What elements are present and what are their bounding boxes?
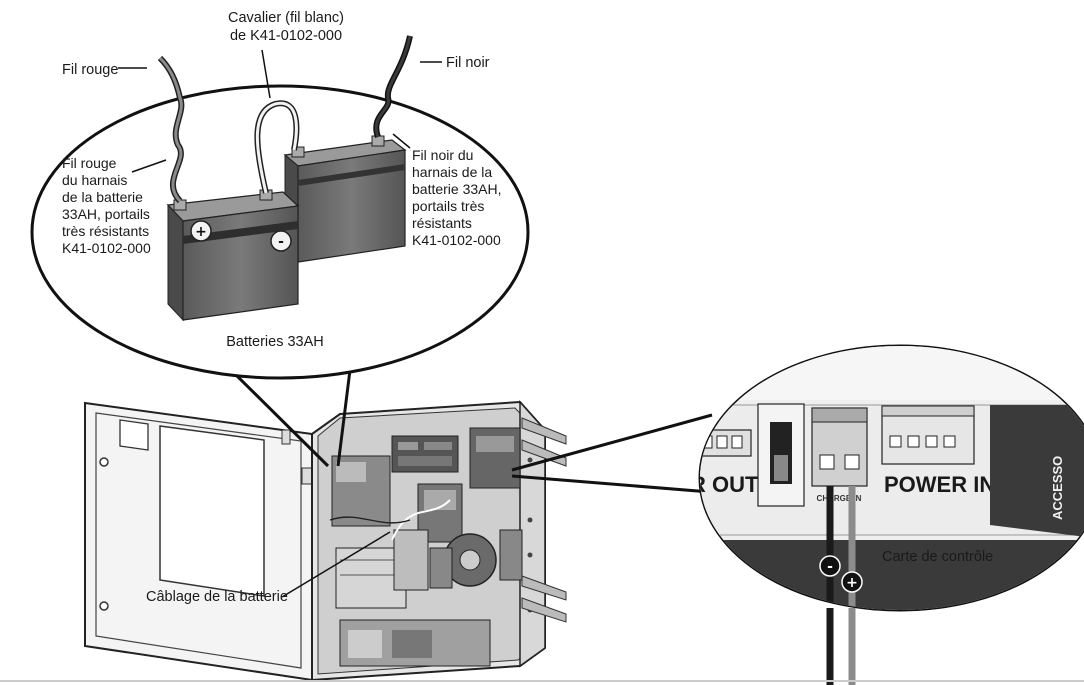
label-batteries: Batteries 33AH: [226, 334, 324, 350]
plus-sign: +: [846, 575, 858, 591]
left-harness-line: très résistants: [62, 223, 149, 239]
label-power-in: POWER IN: [884, 472, 995, 497]
minus-sign: -: [278, 234, 284, 250]
right-harness-line: harnais de la: [412, 164, 492, 180]
right-harness-line: résistants: [412, 215, 472, 231]
left-harness-line: Fil rouge: [62, 155, 117, 171]
negative-terminal-marker: [270, 230, 292, 252]
label-cavalier-line1: Cavalier (fil blanc): [228, 10, 344, 26]
plus-sign: +: [195, 224, 207, 240]
door-label-panel: [159, 425, 265, 597]
right-harness-line: K41-0102-000: [412, 232, 501, 248]
right-harness-line: batterie 33AH,: [412, 181, 502, 197]
label-left-harness: Fil rouge du harnais de la batterie 33AH…: [62, 155, 151, 256]
label-cavalier-line2: de K41-0102-000: [230, 28, 342, 44]
label-r-out: R OUT: [690, 472, 759, 497]
label-accessory: ACCESSO: [1050, 456, 1065, 520]
right-harness-line: portails très: [412, 198, 484, 214]
battery-front: + -: [166, 189, 300, 322]
positive-terminal-marker: [190, 220, 212, 242]
label-fil-rouge: Fil rouge: [62, 62, 118, 78]
label-fil-noir: Fil noir: [446, 55, 490, 71]
positive-wire-marker: [841, 571, 863, 593]
left-harness-line: K41-0102-000: [62, 240, 151, 256]
right-harness-line: Fil noir du: [412, 147, 473, 163]
label-control-board: Carte de contrôle: [882, 549, 993, 565]
label-charge-in: CHARGE IN: [817, 494, 862, 503]
control-board-small: [391, 435, 459, 473]
battery-back: [283, 135, 407, 264]
left-harness-line: de la batterie: [62, 189, 143, 205]
left-harness-line: du harnais: [62, 172, 127, 188]
control-board-callout: R OUT CHARGE IN POWER IN ACCESSO: [511, 344, 1084, 685]
label-right-harness: Fil noir du harnais de la batterie 33AH,…: [412, 147, 502, 248]
left-harness-line: 33AH, portails: [62, 206, 150, 222]
negative-wire-marker: [819, 555, 841, 577]
label-battery-wiring: Câblage de la batterie: [146, 589, 288, 605]
battery-callout: + - Fil rouge Cavalier (fil blanc) de K4…: [30, 10, 530, 468]
gate-operator-cabinet: [84, 400, 567, 682]
minus-sign: -: [827, 559, 833, 575]
